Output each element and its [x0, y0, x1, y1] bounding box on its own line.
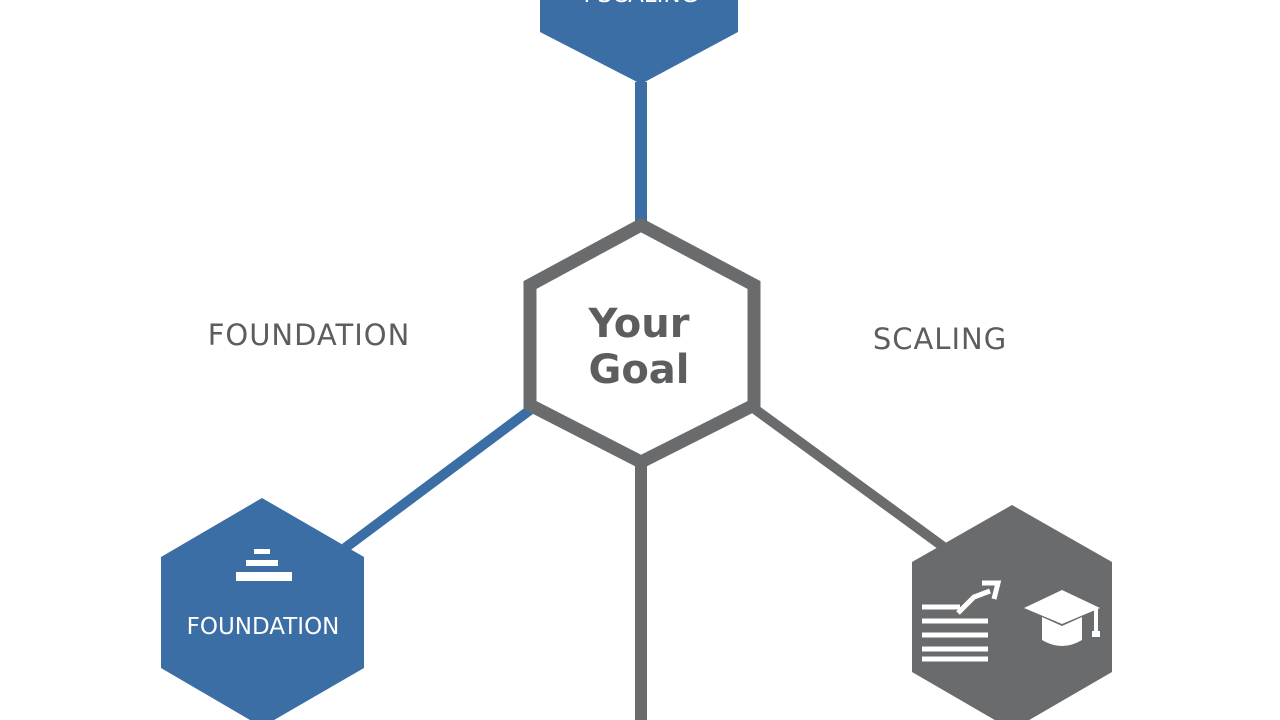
- top-node[interactable]: PSCALING: [540, 0, 738, 84]
- scaling-node[interactable]: [912, 505, 1112, 720]
- graduation-cap-icon: [1024, 590, 1100, 646]
- left-section-label: FOUNDATION: [208, 318, 411, 352]
- right-section-label: SCALING: [873, 322, 1007, 356]
- center-line-1: Your: [588, 301, 690, 347]
- foundation-node-label: FOUNDATION: [187, 614, 340, 640]
- top-node-label: PSCALING: [584, 0, 699, 8]
- center-node[interactable]: Your Goal: [523, 217, 761, 470]
- connector-left: [342, 405, 533, 553]
- foundation-node[interactable]: FOUNDATION: [161, 498, 364, 720]
- center-line-2: Goal: [588, 347, 689, 393]
- layers-icon: [236, 549, 292, 581]
- connector-right: [749, 402, 948, 553]
- growth-chart-icon: [922, 580, 1002, 662]
